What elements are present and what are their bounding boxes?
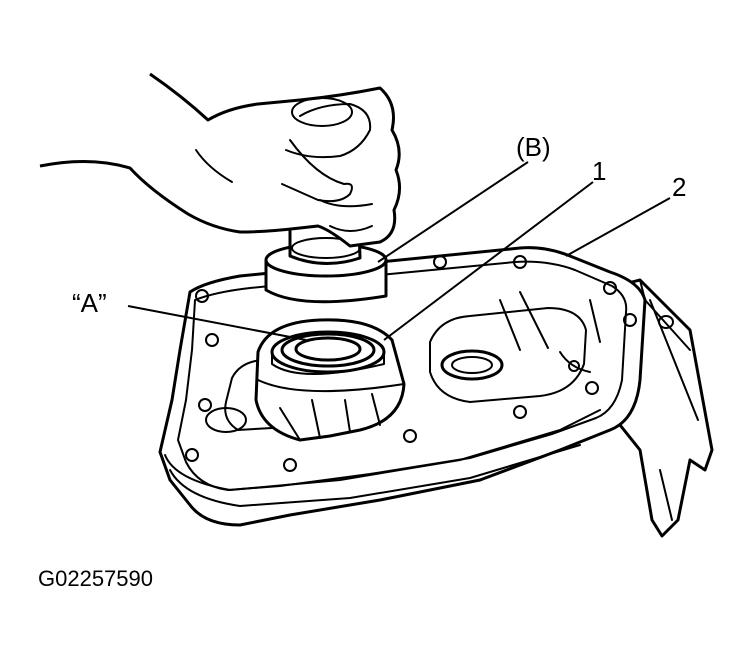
oil-seal xyxy=(270,330,386,375)
label-part-1: 1 xyxy=(592,156,606,186)
technician-hand xyxy=(39,72,401,248)
transmission-case-housing xyxy=(158,246,714,538)
leader-2 xyxy=(565,197,671,257)
label-part-2: 2 xyxy=(672,172,686,202)
bolt-holes xyxy=(185,255,637,472)
leader-lines xyxy=(127,161,671,341)
leader-b xyxy=(377,161,529,263)
label-tool-b: (B) xyxy=(516,132,551,162)
leader-a xyxy=(127,305,307,341)
label-point-a: “A” xyxy=(72,288,107,318)
leader-1 xyxy=(383,181,594,341)
figure-code: G02257590 xyxy=(38,566,153,591)
